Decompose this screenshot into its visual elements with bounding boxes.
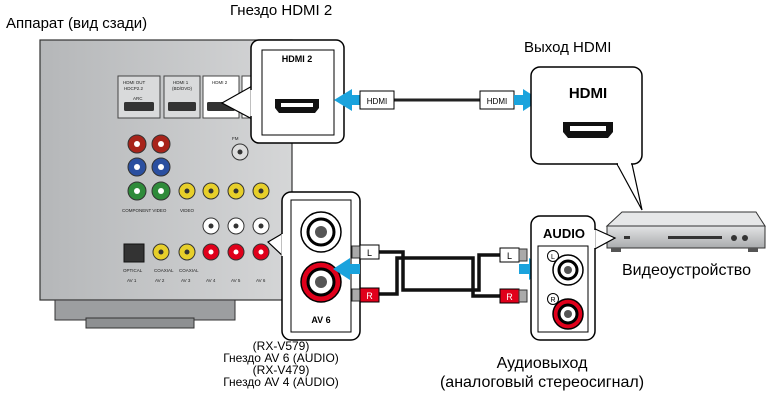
note-line-3: (RX-V479) [252, 363, 310, 377]
rp-hdmi-out: HDMI OUT [123, 80, 145, 85]
rp-av4: AV 4 [206, 278, 216, 283]
hdmi-cable-end-a: HDMI [367, 97, 387, 106]
receiver-hdmi-row [117, 75, 257, 119]
hdmi2-jack-title: Гнездо HDMI 2 [230, 2, 333, 19]
rp-av6: AV 6 [256, 278, 266, 283]
av6-jack-l [300, 211, 342, 253]
receiver-rear-panel: HDMI OUT HDCP2.2 ARC HDMI 1 (BD/DVD) HDM… [39, 39, 293, 329]
audio-rca-cable: L R L R [333, 244, 546, 304]
audio-output-callout: AUDIO L R [530, 215, 617, 341]
jack-l-label: L [551, 254, 555, 261]
hdmi2-callout: HDMI 2 [220, 39, 345, 144]
audio-jack-l: L [547, 250, 584, 286]
plug-r-left: R [366, 291, 373, 301]
note-line-2: Гнездо AV 6 (AUDIO) [223, 351, 339, 365]
rp-fm: FM [232, 136, 239, 141]
hdmi-output-callout: HDMI [530, 66, 643, 211]
av6-panel-label: AV 6 [311, 315, 330, 325]
hdmi2-panel-label: HDMI 2 [282, 54, 313, 64]
plug-r-right: R [506, 292, 513, 302]
hdmi-cable-end-b: HDMI [487, 97, 507, 106]
rp-video: VIDEO [180, 208, 195, 213]
video-device-label: Видеоустройство [622, 262, 751, 279]
rp-hdcp: HDCP2.2 [124, 86, 144, 91]
receiver-optical-jack [123, 243, 145, 263]
rp-arc: ARC [133, 96, 143, 101]
rp-hdmi2: HDMI 2 [212, 80, 228, 85]
arrow-left-icon [333, 258, 350, 280]
rp-av3: AV 3 [181, 278, 191, 283]
av6-callout: AV 6 [267, 191, 361, 341]
rp-coaxial-1: COAXIAL [154, 268, 174, 273]
note-line-4: Гнездо AV 4 (AUDIO) [223, 375, 339, 389]
audio-output-label-1: Аудиовыход [496, 355, 588, 372]
audio-output-label-2: (аналоговый стереосигнал) [439, 374, 645, 391]
rp-hdmi1: HDMI 1 [173, 80, 189, 85]
arrow-left-icon [334, 89, 352, 111]
rp-av5: AV 5 [231, 278, 241, 283]
receiver-title: Аппарат (вид сзади) [6, 15, 148, 32]
av6-jack-r [300, 261, 342, 303]
rp-component: COMPONENT VIDEO [122, 208, 167, 213]
hdmi-cable: HDMI HDMI [334, 89, 540, 111]
rp-coaxial-2: COAXIAL [179, 268, 199, 273]
audio-jack-r: R [547, 293, 584, 330]
rp-av1: AV 1 [127, 278, 137, 283]
rp-av2: AV 2 [155, 278, 165, 283]
jack-r-label: R [550, 297, 555, 304]
plug-l-right: L [507, 251, 512, 261]
receiver-video-jacks [178, 182, 270, 200]
video-device-icon [605, 211, 766, 252]
receiver-audio-jacks [152, 217, 270, 261]
receiver-component-jacks [127, 134, 171, 201]
rp-optical: OPTICAL [123, 268, 143, 273]
audio-panel-label: AUDIO [543, 226, 585, 241]
note-line-1: (RX-V579) [252, 339, 310, 353]
plug-l-left: L [367, 248, 372, 258]
hdmi-output-title: Выход HDMI [524, 39, 612, 56]
hdmi-output-panel-label: HDMI [569, 85, 607, 102]
rp-hdmi1-sub: (BD/DVD) [172, 86, 193, 91]
